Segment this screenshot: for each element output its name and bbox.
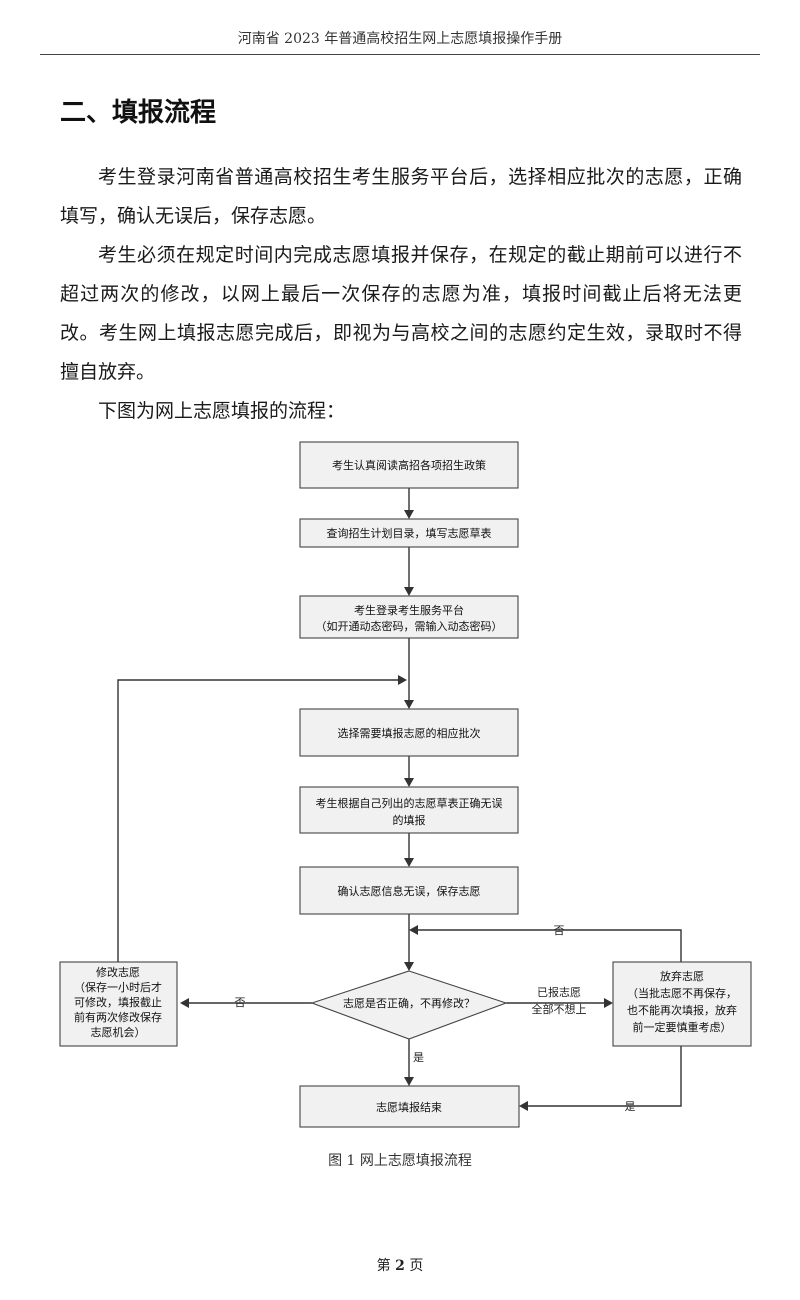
svg-text:修改志愿: 修改志愿 (96, 965, 140, 979)
label-reported-line2: 全部不想上 (532, 1002, 587, 1016)
svg-text:考生根据自己列出的志愿草表正确无误: 考生根据自己列出的志愿草表正确无误 (316, 796, 503, 810)
svg-text:（保存一小时后才: （保存一小时后才 (74, 980, 162, 994)
paragraph-login: 考生登录河南省普通高校招生考生服务平台后，选择相应批次的志愿，正确填写，确认无误… (60, 166, 742, 227)
section-title: 二、填报流程 (60, 98, 217, 128)
step-select-batch: 选择需要填报志愿的相应批次 (299, 708, 519, 757)
arrow-abandon-yes (526, 1046, 682, 1107)
arrow-modify-loop (117, 679, 400, 962)
svg-text:放弃志愿: 放弃志愿 (660, 969, 704, 983)
arrow-abandon-no (416, 929, 682, 962)
label-no-top: 否 (554, 924, 565, 937)
svg-text:（如开通动态密码，需输入动态密码）: （如开通动态密码，需输入动态密码） (316, 619, 503, 633)
figure-caption: 图 1 网上志愿填报流程 (328, 1153, 472, 1169)
svg-text:志愿填报结束: 志愿填报结束 (376, 1100, 442, 1114)
connectors (117, 488, 682, 1111)
page-header: 河南省 2023 年普通高校招生网上志愿填报操作手册 (40, 28, 760, 55)
svg-text:志愿是否正确，不再修改？: 志愿是否正确，不再修改？ (343, 996, 475, 1010)
svg-text:可修改，填报截止: 可修改，填报截止 (74, 995, 162, 1009)
modify-box: 修改志愿 （保存一小时后才 可修改，填报截止 前有两次修改保存 志愿机会） (59, 961, 178, 1047)
page-number: 第 2 页 (0, 1255, 800, 1275)
page-number-value: 2 (395, 1258, 405, 1274)
label-yes-right: 是 (625, 1100, 636, 1113)
step-query-plan: 查询招生计划目录，填写志愿草表 (299, 518, 519, 548)
label-yes-down: 是 (413, 1051, 424, 1064)
svg-text:（当批志愿不再保存，: （当批志愿不再保存， (627, 986, 737, 1000)
step-end: 志愿填报结束 (299, 1085, 520, 1128)
label-no-left: 否 (235, 996, 246, 1009)
step-confirm-save: 确认志愿信息无误，保存志愿 (299, 866, 519, 915)
svg-text:考生认真阅读高招各项招生政策: 考生认真阅读高招各项招生政策 (332, 458, 486, 472)
svg-text:前一定要慎重考虑）: 前一定要慎重考虑） (633, 1020, 732, 1034)
paragraph-intro-figure: 下图为网上志愿填报的流程： (98, 400, 346, 422)
svg-text:前有两次修改保存: 前有两次修改保存 (74, 1010, 162, 1024)
svg-text:志愿机会）: 志愿机会） (91, 1025, 146, 1039)
svg-text:查询招生计划目录，填写志愿草表: 查询招生计划目录，填写志愿草表 (327, 526, 492, 540)
flowchart: 考生认真阅读高招各项招生政策 查询招生计划目录，填写志愿草表 考生登录考生服务平… (59, 441, 752, 1128)
svg-text:的填报: 的填报 (393, 813, 426, 827)
decision-correct: 志愿是否正确，不再修改？ (310, 970, 508, 1040)
svg-text:确认志愿信息无误，保存志愿: 确认志愿信息无误，保存志愿 (338, 884, 481, 898)
label-reported-line1: 已报志愿 (537, 985, 581, 999)
step-login-platform: 考生登录考生服务平台 （如开通动态密码，需输入动态密码） (299, 595, 519, 639)
paragraph-rules: 考生必须在规定时间内完成志愿填报并保存，在规定的截止期前可以进行不超过两次的修改… (60, 244, 742, 383)
page-suffix: 页 (409, 1258, 424, 1274)
abandon-box: 放弃志愿 （当批志愿不再保存， 也不能再次填报，放弃 前一定要慎重考虑） (612, 961, 752, 1047)
svg-text:选择需要填报志愿的相应批次: 选择需要填报志愿的相应批次 (338, 726, 481, 740)
page-prefix: 第 (376, 1258, 391, 1274)
step-read-policy: 考生认真阅读高招各项招生政策 (299, 441, 519, 489)
step-fill-in: 考生根据自己列出的志愿草表正确无误 的填报 (299, 786, 519, 834)
svg-text:考生登录考生服务平台: 考生登录考生服务平台 (354, 603, 464, 617)
svg-text:也不能再次填报，放弃: 也不能再次填报，放弃 (627, 1003, 737, 1017)
